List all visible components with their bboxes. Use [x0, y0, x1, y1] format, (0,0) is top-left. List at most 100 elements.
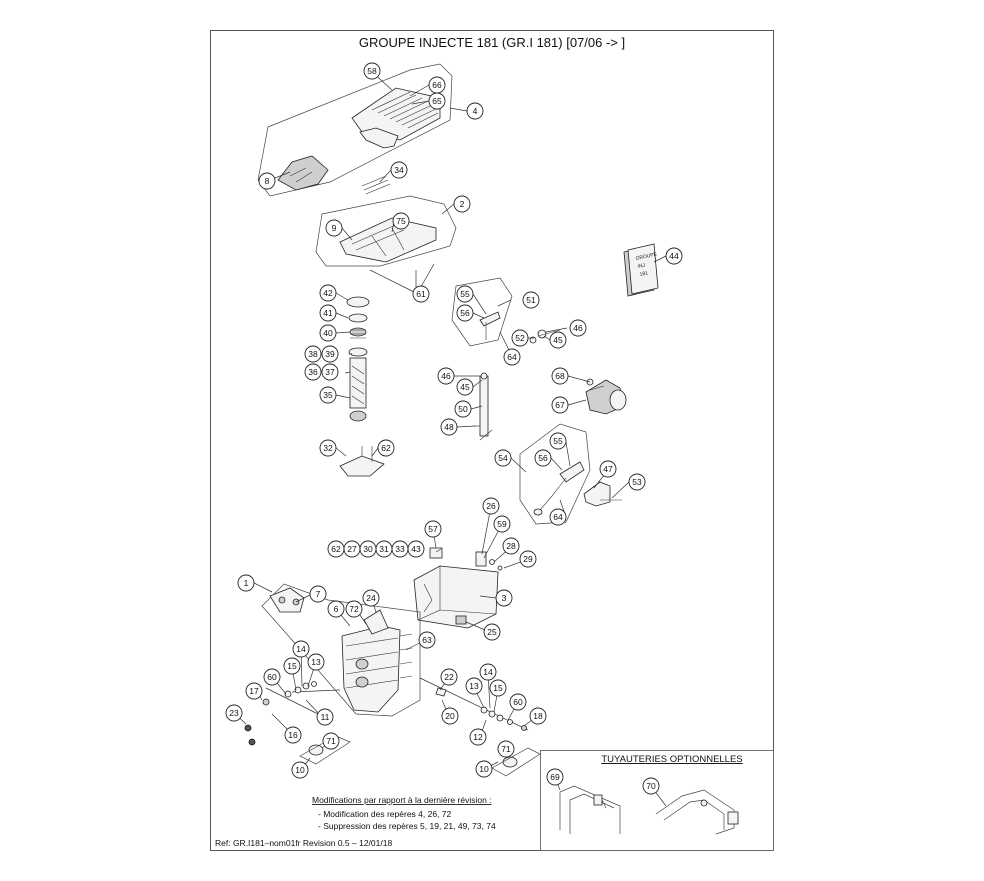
callout-55-top: 55 — [456, 285, 474, 303]
svg-text:64: 64 — [507, 352, 517, 362]
callout-62-bottom: 62 — [327, 540, 345, 558]
callout-30: 30 — [359, 540, 377, 558]
callout-1: 1 — [237, 574, 255, 592]
svg-text:44: 44 — [669, 251, 679, 261]
svg-text:35: 35 — [323, 390, 333, 400]
callout-46-left: 46 — [437, 367, 455, 385]
callout-10-left: 10 — [291, 761, 309, 779]
diagram-title: GROUPE INJECTE 181 (GR.I 181) [07/06 -> … — [359, 35, 625, 50]
callout-43: 43 — [407, 540, 425, 558]
callout-14-right: 14 — [479, 663, 497, 681]
callout-64-bottom: 64 — [549, 508, 567, 526]
svg-text:55: 55 — [553, 436, 563, 446]
revision-notes: Modifications par rapport à la dernière … — [312, 795, 496, 831]
callout-51: 51 — [522, 291, 540, 309]
svg-text:11: 11 — [321, 712, 330, 722]
svg-text:13: 13 — [311, 657, 321, 667]
revision-notes-line-2: - Suppression des repères 5, 19, 21, 49,… — [318, 821, 496, 831]
callout-2: 2 — [453, 195, 471, 213]
svg-text:42: 42 — [323, 288, 333, 298]
callout-57: 57 — [424, 520, 442, 538]
bracket-plate — [269, 587, 305, 613]
svg-text:45: 45 — [460, 382, 470, 392]
svg-text:62: 62 — [381, 443, 391, 453]
svg-text:12: 12 — [473, 732, 483, 742]
svg-text:20: 20 — [445, 711, 455, 721]
svg-text:58: 58 — [367, 66, 377, 76]
svg-text:6: 6 — [334, 604, 339, 614]
callout-38: 38 — [304, 345, 322, 363]
callout-50: 50 — [454, 400, 472, 418]
book-label-line-1: GROUPE — [635, 251, 658, 262]
bracket-group-51 — [451, 277, 561, 347]
callout-35: 35 — [319, 386, 337, 404]
callout-25: 25 — [483, 623, 501, 641]
callout-61: 61 — [412, 285, 430, 303]
svg-text:10: 10 — [295, 765, 305, 775]
revision-notes-heading: Modifications par rapport à la dernière … — [312, 795, 492, 805]
callouts: 58 66 65 4 8 34 2 75 9 61 44 42 41 40 38… — [225, 62, 683, 795]
callout-23: 23 — [225, 704, 243, 722]
svg-text:14: 14 — [296, 644, 306, 654]
callout-6: 6 — [327, 600, 345, 618]
svg-text:55: 55 — [460, 289, 470, 299]
callout-15-right: 15 — [489, 679, 507, 697]
callout-72: 72 — [345, 600, 363, 618]
callout-69: 69 — [546, 768, 564, 786]
callout-71-left: 71 — [322, 732, 340, 750]
callout-7: 7 — [309, 585, 327, 603]
callout-13-left: 13 — [307, 653, 325, 671]
svg-text:68: 68 — [555, 371, 565, 381]
svg-text:63: 63 — [422, 635, 432, 645]
callout-71-right: 71 — [497, 740, 515, 758]
callout-16: 16 — [284, 726, 302, 744]
bracket-50 — [474, 372, 493, 441]
svg-text:39: 39 — [325, 349, 335, 359]
leader-lines — [233, 71, 667, 807]
callout-45-left: 45 — [456, 378, 474, 396]
callout-12: 12 — [469, 728, 487, 746]
callout-48: 48 — [440, 418, 458, 436]
svg-text:37: 37 — [325, 367, 335, 377]
svg-text:47: 47 — [603, 464, 613, 474]
revision-notes-line-1: - Modification des repères 4, 26, 72 — [318, 809, 452, 819]
callout-70: 70 — [642, 777, 660, 795]
callout-10-right: 10 — [475, 760, 493, 778]
svg-text:28: 28 — [506, 541, 516, 551]
svg-text:48: 48 — [444, 422, 454, 432]
optional-panel-heading: TUYAUTERIES OPTIONNELLES — [601, 754, 742, 765]
callout-26: 26 — [482, 497, 500, 515]
callout-31: 31 — [375, 540, 393, 558]
callout-56-top: 56 — [456, 304, 474, 322]
left-fittings — [244, 681, 351, 765]
callout-22: 22 — [440, 668, 458, 686]
callout-20: 20 — [441, 707, 459, 725]
optional-piping-panel: TUYAUTERIES OPTIONNELLES — [540, 750, 774, 851]
svg-text:50: 50 — [458, 404, 468, 414]
svg-text:66: 66 — [432, 80, 442, 90]
svg-text:67: 67 — [555, 400, 565, 410]
svg-text:33: 33 — [395, 544, 405, 554]
svg-text:14: 14 — [483, 667, 493, 677]
svg-text:34: 34 — [394, 165, 404, 175]
svg-text:15: 15 — [287, 661, 297, 671]
right-fittings — [419, 677, 541, 777]
svg-text:36: 36 — [308, 367, 318, 377]
svg-text:41: 41 — [323, 308, 333, 318]
callout-24: 24 — [362, 589, 380, 607]
callout-44: 44 — [665, 247, 683, 265]
svg-text:2: 2 — [460, 199, 465, 209]
callout-68: 68 — [551, 367, 569, 385]
callout-17: 17 — [245, 682, 263, 700]
svg-text:57: 57 — [428, 524, 438, 534]
housing-box-3 — [413, 547, 503, 629]
callout-75: 75 — [392, 212, 410, 230]
svg-text:38: 38 — [308, 349, 318, 359]
svg-text:53: 53 — [632, 477, 642, 487]
callout-40: 40 — [319, 324, 337, 342]
svg-text:60: 60 — [267, 672, 277, 682]
callout-42: 42 — [319, 284, 337, 302]
callout-67: 67 — [551, 396, 569, 414]
svg-text:45: 45 — [553, 335, 563, 345]
